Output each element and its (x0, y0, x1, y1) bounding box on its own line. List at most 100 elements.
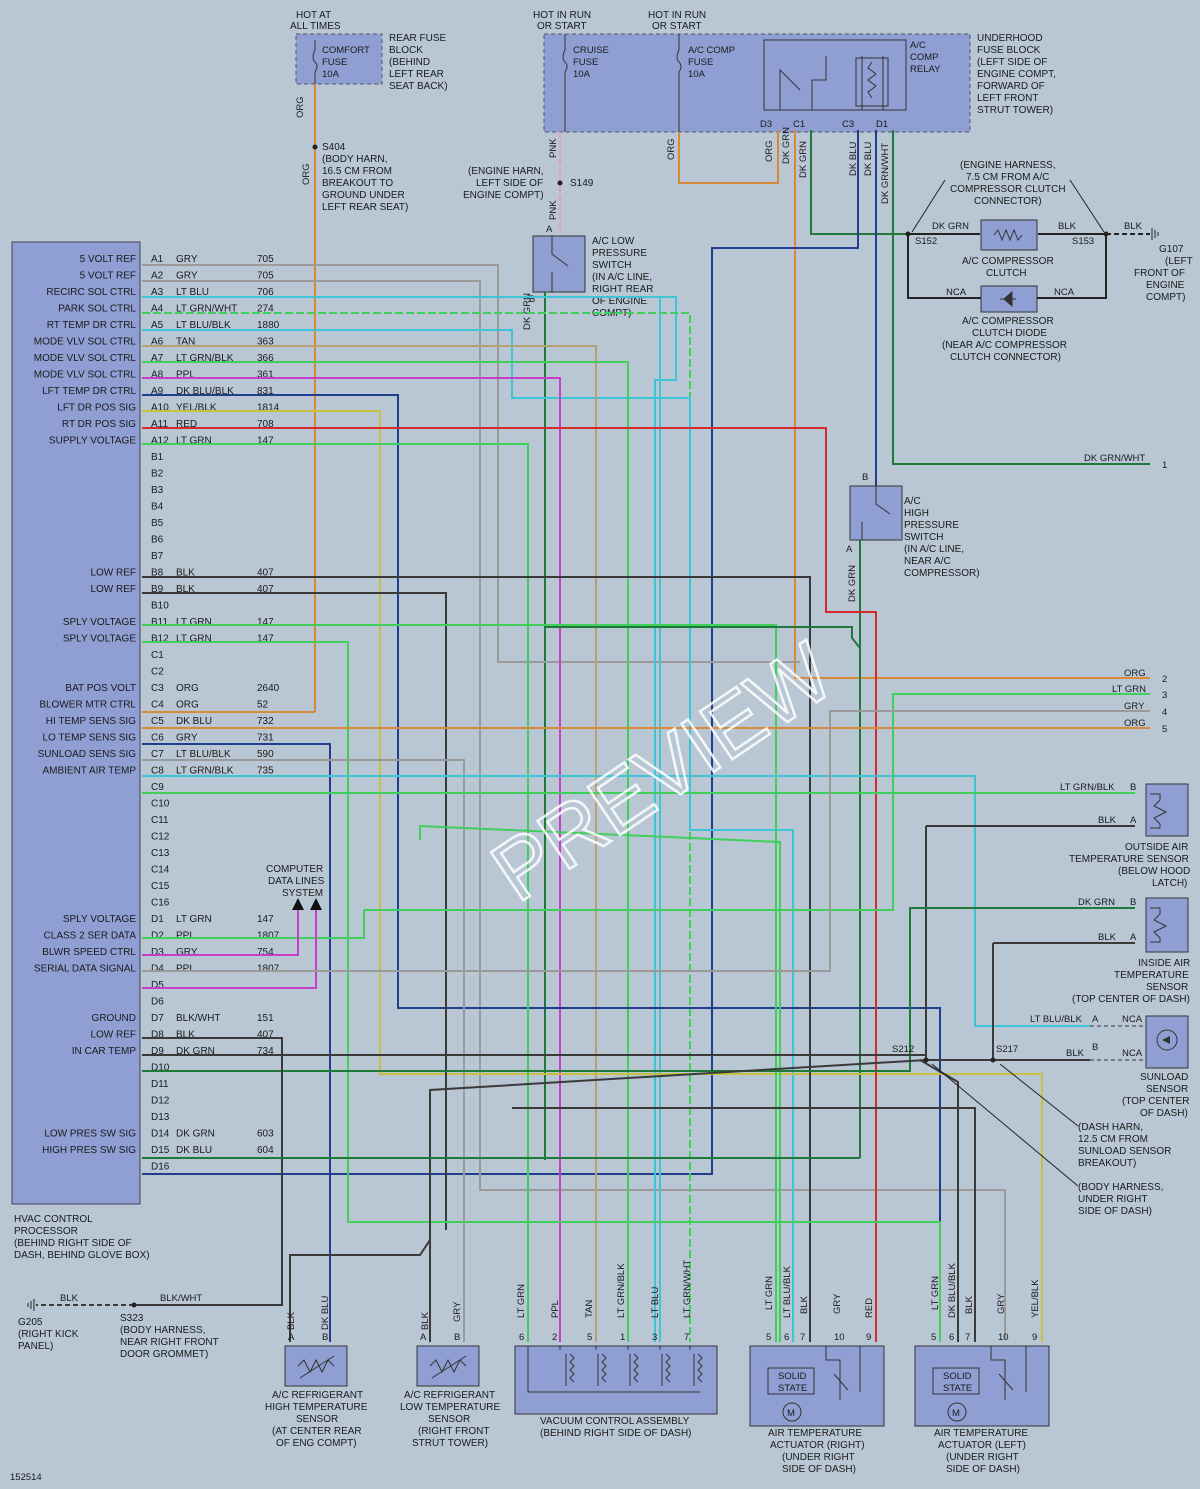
inside-air-temp-sensor (1145, 897, 1189, 953)
out-1: 1 (1162, 460, 1167, 471)
pin-id: C9 (151, 782, 164, 793)
ar-pin-10: 10 (834, 1332, 845, 1343)
pin-name: IN CAR TEMP (72, 1046, 137, 1057)
wire-blk-actuator-l (919, 1059, 959, 1342)
pin-id: D2 (151, 931, 164, 942)
splice-s149-dot (557, 180, 563, 186)
pin-circuit: 705 (257, 254, 274, 265)
wire-org-out-2 (794, 130, 1150, 679)
wire-diode-loop (907, 234, 1107, 299)
ac-low-6: OF ENGINE (592, 296, 647, 307)
hi-temp-5: OF ENG COMPT) (276, 1438, 357, 1449)
wire-a12-lt-grn (142, 443, 529, 1342)
pin-id: B6 (151, 535, 164, 546)
lbl-org-fuse: ORG (666, 138, 677, 160)
data-arrows-icon (292, 898, 322, 910)
body-harness-1: (BODY HARNESS, (1078, 1182, 1163, 1193)
leader-s212 (931, 1063, 1079, 1187)
rear-fuse-block-2: BLOCK (389, 45, 423, 56)
lbl-nca-1: NCA (946, 287, 967, 298)
pin-id: C15 (151, 881, 170, 892)
pin-name: AMBIENT AIR TEMP (42, 766, 136, 777)
rear-fuse-block-3: (BEHIND (389, 57, 430, 68)
pin-id: C11 (151, 815, 169, 826)
ac-low-4: (IN A/C LINE, (592, 272, 652, 283)
pin-wire-color: LT GRN (176, 914, 212, 925)
pin-name: SPLY VOLTAGE (63, 634, 137, 645)
ar-pin-7: 7 (800, 1332, 805, 1343)
vac-pin-3: 3 (652, 1332, 657, 1343)
act-left-4: SIDE OF DASH) (946, 1464, 1020, 1475)
hi-temp-4: (AT CENTER REAR (272, 1426, 362, 1437)
wire-blk-act-l2 (512, 1107, 976, 1342)
lbl-blk-in: BLK (1098, 932, 1117, 943)
leader-s217 (999, 1063, 1079, 1127)
sunload-2: SENSOR (1146, 1084, 1188, 1095)
splice-s212-dot (923, 1057, 929, 1063)
pin-circuit: 731 (257, 733, 274, 744)
lbl-out-gry-4: GRY (1124, 701, 1145, 712)
wire-blk-inside (992, 942, 1135, 1060)
in-sensor-pin-b: B (1130, 897, 1136, 908)
pin-id: C13 (151, 848, 170, 859)
ac-high-6: NEAR A/C (904, 556, 951, 567)
s149: S149 (570, 178, 594, 189)
lbl-blk-sun: BLK (1066, 1048, 1085, 1059)
eng-harness-2: 7.5 CM FROM A/C (966, 172, 1049, 183)
diode-2: CLUTCH DIODE (972, 328, 1047, 339)
s152: S152 (915, 236, 937, 247)
pin-circuit: 735 (257, 766, 274, 777)
engine-harn-3: ENGINE COMPT) (463, 190, 544, 201)
clutch-2: CLUTCH (986, 268, 1027, 279)
pin-wire-color: PPL (176, 370, 195, 381)
diagram-id: 152514 (10, 1472, 42, 1483)
pin-circuit: 754 (257, 947, 274, 958)
cruise-fuse-3: 10A (573, 69, 591, 80)
outside-1: OUTSIDE AIR (1125, 842, 1188, 853)
al-pin-7: 7 (965, 1332, 970, 1343)
g205-2: (RIGHT KICK (18, 1329, 79, 1340)
pin-name: HIGH PRES SW SIG (42, 1145, 136, 1156)
underhood-5: FORWARD OF (977, 81, 1045, 92)
outside-sensor-resistor (1150, 793, 1168, 829)
wire-d4-ppl (142, 908, 317, 989)
wire-a11-red (142, 427, 877, 1342)
lbl-vac-ltgrnwht: LT GRN/WHT (682, 1260, 693, 1318)
pin-name: LOW REF (90, 584, 136, 595)
vac-pin-2: 2 (552, 1332, 557, 1343)
s323-4: DOOR GROMMET) (120, 1349, 208, 1360)
vac-pin-7: 7 (684, 1332, 689, 1343)
rear-fuse-block-box (295, 33, 383, 85)
pin-id: B4 (151, 502, 164, 513)
lbl-al-yelblk: YEL/BLK (1030, 1279, 1041, 1318)
ground-g205-icon (27, 1299, 35, 1311)
lbl-vac-ltgrnblk: LT GRN/BLK (616, 1263, 627, 1318)
comfort-fuse-3: 10A (322, 69, 340, 80)
wire-blk-outside (925, 825, 1135, 1060)
high-sw-pin-b: B (862, 472, 868, 483)
s153: S153 (1072, 236, 1094, 247)
splice-s404-dot (312, 144, 318, 150)
pin-name: SERIAL DATA SIGNAL (34, 964, 137, 975)
act-right-2: ACTUATOR (RIGHT) (770, 1440, 865, 1451)
pin-circuit: 407 (257, 568, 274, 579)
pin-wire-color: YEL/BLK (176, 403, 217, 414)
pin-wire-color: LT BLU/BLK (176, 320, 231, 331)
pin-circuit: 151 (257, 1013, 274, 1024)
pin-wire-color: LT BLU/BLK (176, 749, 231, 760)
actuator-left-pot (990, 1346, 1027, 1400)
outside-air-temp-sensor (1145, 783, 1189, 837)
wire-a7-lt-grn-blk (142, 361, 629, 1342)
sunload-1: SUNLOAD (1140, 1072, 1188, 1083)
ac-relay-contacts (779, 56, 884, 110)
hi-pin-b: B (322, 1332, 328, 1343)
pin-id: A8 (151, 370, 164, 381)
act-r-solid: SOLID (778, 1371, 807, 1382)
comfort-fuse-2: FUSE (322, 57, 347, 68)
dash-harn-2: 12.5 CM FROM (1078, 1134, 1148, 1145)
hvac-label-1: HVAC CONTROL (14, 1214, 93, 1225)
pin-circuit: 1880 (257, 320, 280, 331)
pin-id: D3 (151, 947, 164, 958)
lbl-dkgrn-clutch-2: DK GRN (932, 221, 969, 232)
actuator-right-motor-icon (782, 1402, 802, 1422)
